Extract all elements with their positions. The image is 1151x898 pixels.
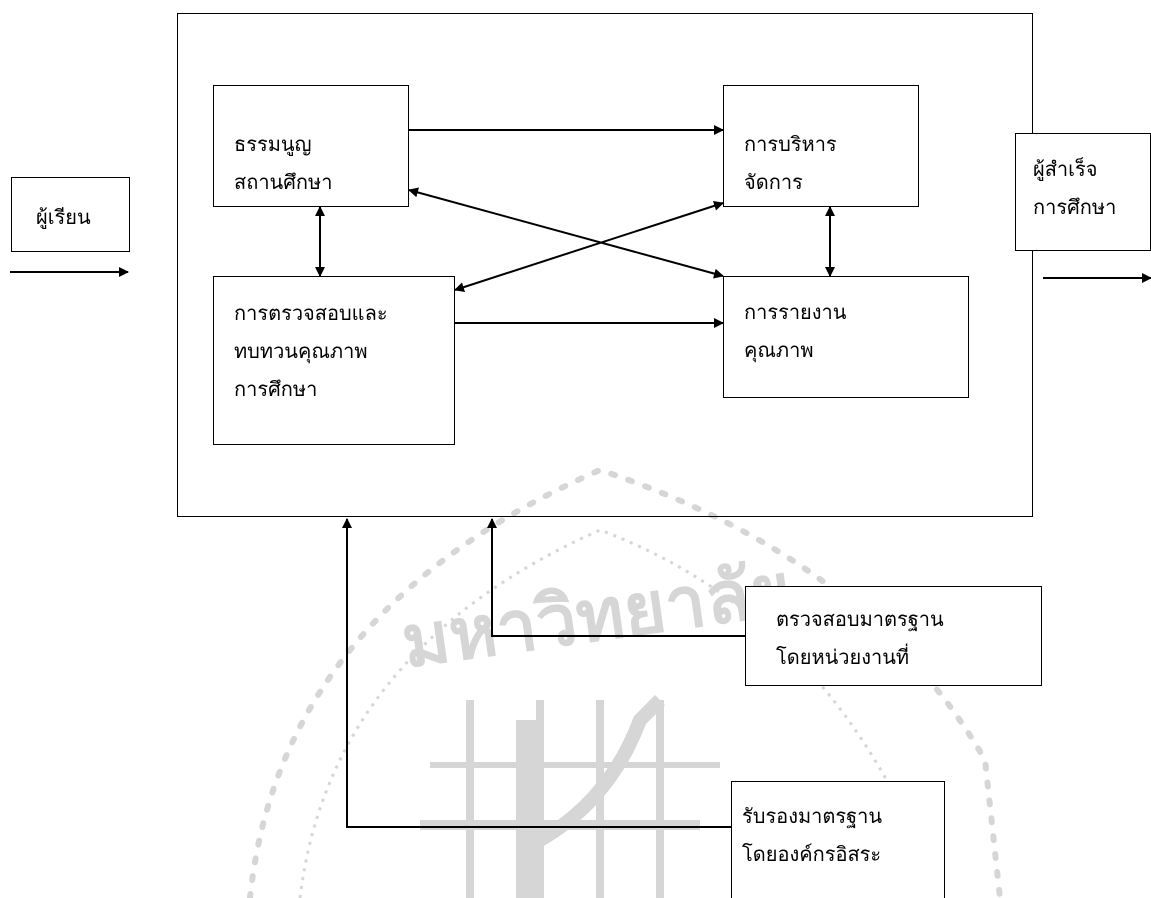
report-label-1: การรายงาน	[744, 300, 847, 324]
accreditation-box: รับรองมาตรฐาน โดยองค์กรอิสระ	[731, 781, 945, 898]
graduate-label-1: ผู้สำเร็จ	[1033, 157, 1098, 181]
audit-box: การตรวจสอบและ ทบทวนคุณภาพ การศึกษา	[213, 276, 455, 445]
audit-label-1: การตรวจสอบและ	[234, 301, 388, 325]
audit-label-3: การศึกษา	[234, 377, 318, 401]
system-container	[177, 13, 1033, 517]
charter-box: ธรรมนูญ สถานศึกษา	[213, 85, 409, 207]
learner-label: ผู้เรียน	[36, 205, 91, 229]
management-label-2: จัดการ	[744, 170, 803, 194]
inspection-box: ตรวจสอบมาตรฐาน โดยหน่วยงานที่	[745, 586, 1042, 686]
report-box: การรายงาน คุณภาพ	[723, 276, 969, 398]
charter-label-2: สถานศึกษา	[234, 170, 333, 194]
inspection-label-1: ตรวจสอบมาตรฐาน	[776, 607, 944, 631]
graduate-label-2: การศึกษา	[1033, 195, 1117, 219]
watermark-text: มหาวิทยาลัย	[396, 546, 796, 684]
accreditation-label-1: รับรองมาตรฐาน	[742, 804, 883, 828]
audit-label-2: ทบทวนคุณภาพ	[234, 339, 368, 363]
charter-label-1: ธรรมนูญ	[234, 132, 312, 156]
management-box: การบริหาร จัดการ	[723, 85, 919, 207]
accreditation-label-2: โดยองค์กรอิสระ	[742, 842, 882, 866]
management-label-1: การบริหาร	[744, 132, 837, 156]
report-label-2: คุณภาพ	[744, 338, 814, 362]
graduate-box: ผู้สำเร็จ การศึกษา	[1015, 133, 1151, 251]
inspection-label-2: โดยหน่วยงานที่	[776, 645, 910, 669]
learner-box: ผู้เรียน	[11, 177, 130, 252]
